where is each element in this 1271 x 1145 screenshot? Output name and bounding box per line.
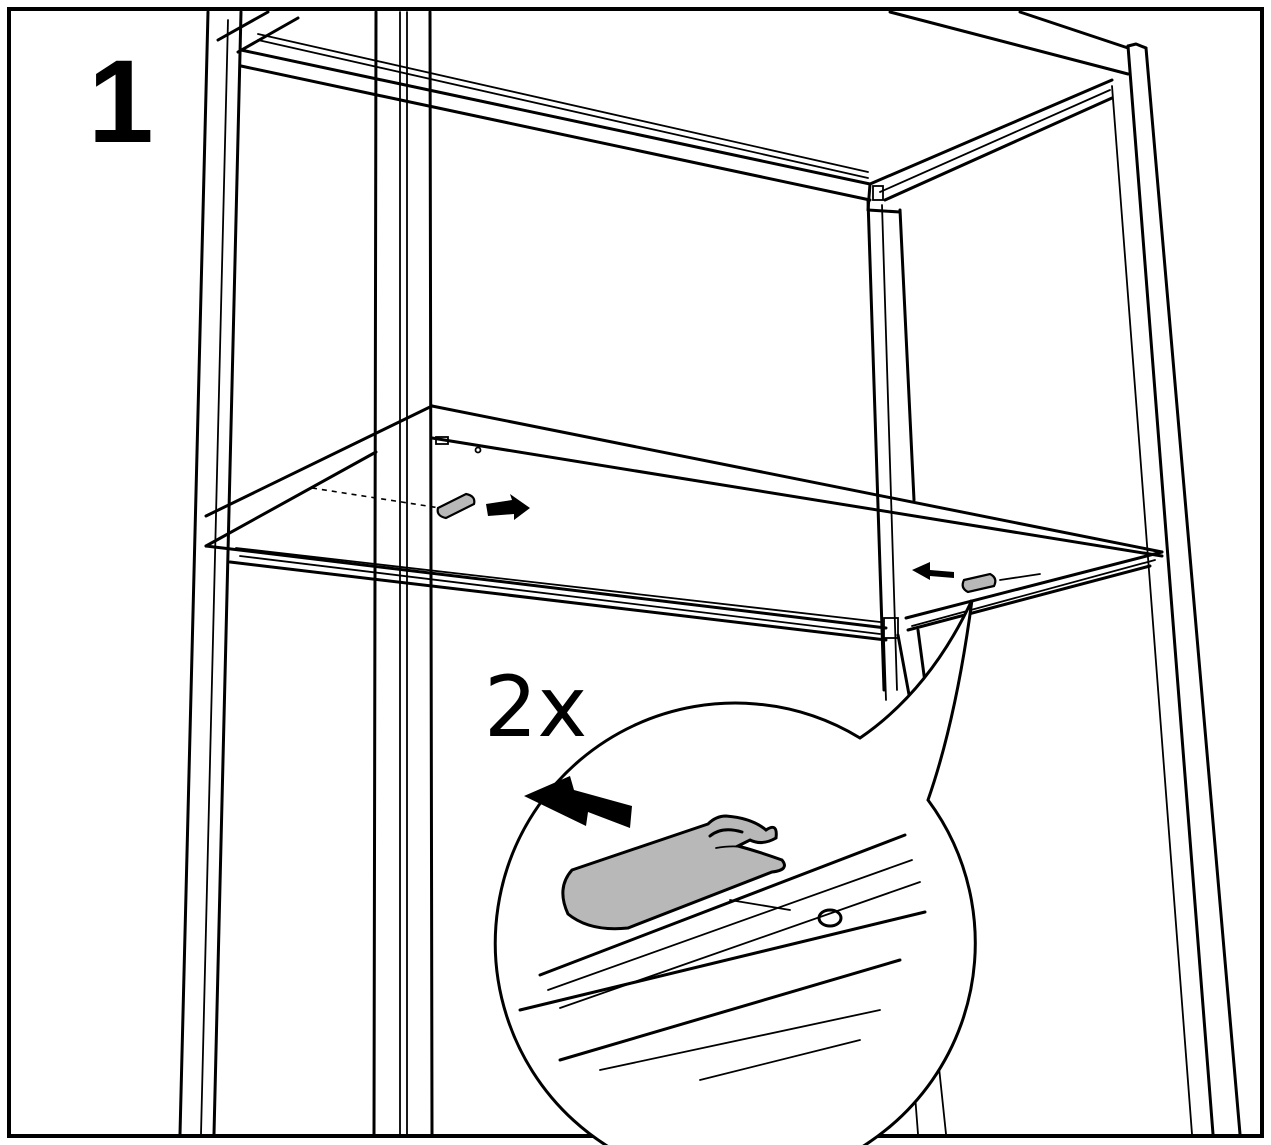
magnified-shelf-edge [518, 833, 927, 1081]
arrow-icon [524, 776, 632, 828]
alignment-guide [311, 487, 441, 509]
step-number: 1 [88, 36, 154, 168]
shelf-clip-icon [961, 572, 997, 594]
arrow-icon [486, 494, 530, 520]
arrow-icon [912, 562, 954, 580]
left-clip-detail [311, 487, 530, 520]
shelving-unit [178, 10, 1242, 1136]
front-right-post [1111, 42, 1242, 1136]
quantity-label: 2x [484, 658, 587, 756]
magnified-callout [493, 599, 977, 1145]
top-shelf-frame [216, 10, 1130, 214]
shelf-clip-icon [436, 492, 476, 520]
right-clip-detail [912, 562, 1041, 594]
back-right-post [866, 198, 928, 702]
back-left-post [178, 10, 243, 1136]
middle-shelf [204, 404, 1164, 642]
magnified-clip [561, 814, 786, 931]
